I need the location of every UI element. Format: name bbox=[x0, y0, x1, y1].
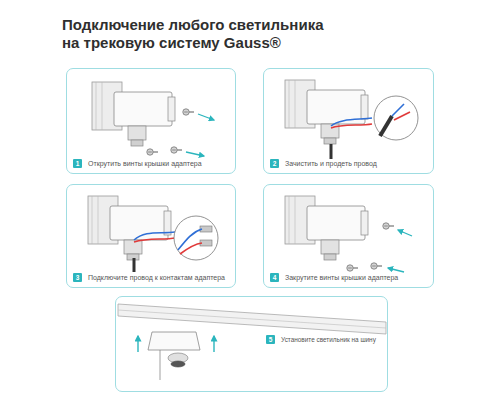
step1-art bbox=[92, 82, 214, 156]
step-number-badge: 5 bbox=[266, 335, 275, 344]
step-panel: Закрутите винты крышки адаптера 4 bbox=[263, 184, 434, 288]
step-caption: Установите светильник на шину bbox=[280, 335, 377, 344]
title: Подключение любого светильника на треков… bbox=[62, 16, 342, 52]
step-number-badge: 1 bbox=[73, 159, 82, 168]
step-number: 3 bbox=[76, 274, 80, 282]
step-number: 2 bbox=[273, 160, 277, 168]
step5-art bbox=[118, 304, 386, 380]
step3-art bbox=[88, 196, 218, 272]
step-number: 4 bbox=[273, 274, 277, 282]
step-number-badge: 3 bbox=[73, 273, 82, 282]
step-panel: Подключите провод к контактам адаптера 3 bbox=[66, 184, 236, 288]
step-panel: Установите светильник на шину 5 bbox=[115, 296, 388, 392]
step-panel: Зачистить и продеть провод 2 bbox=[263, 68, 434, 174]
step-number-badge: 4 bbox=[270, 273, 279, 282]
step-number: 5 bbox=[269, 336, 273, 344]
step-number: 1 bbox=[76, 160, 80, 168]
step4-art bbox=[285, 196, 412, 272]
step2-art bbox=[285, 80, 418, 160]
step-number-badge: 2 bbox=[270, 159, 279, 168]
step-panel: Открутить винты крышки адаптера 1 bbox=[66, 68, 236, 174]
step-caption: Зачистить и продеть провод bbox=[284, 159, 378, 168]
step-caption: Закрутите винты крышки адаптера bbox=[284, 273, 399, 282]
step-caption: Открутить винты крышки адаптера bbox=[87, 159, 203, 168]
step-caption: Подключите провод к контактам адаптера bbox=[87, 273, 226, 282]
